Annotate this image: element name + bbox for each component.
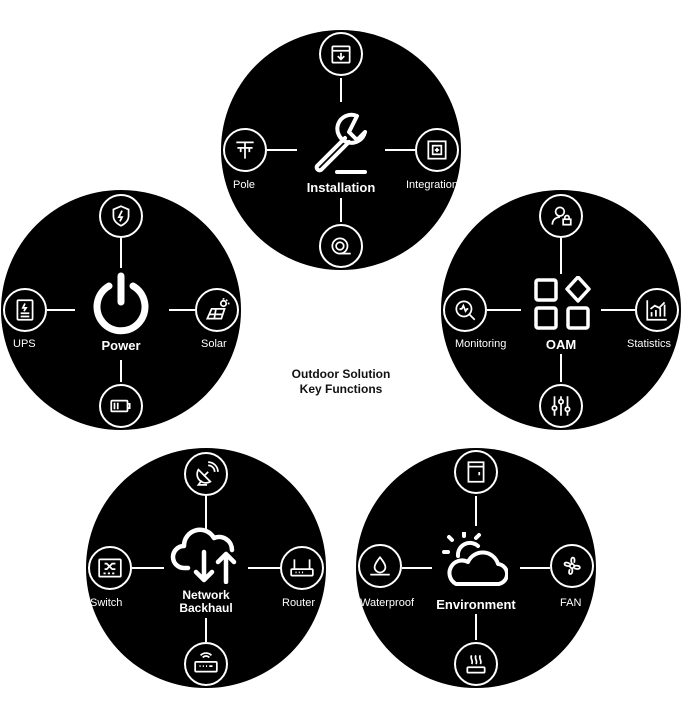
fan-icon (563, 556, 581, 575)
environment-left-label: Waterproof (360, 597, 415, 609)
power-circle: UPS Solar Power (1, 190, 241, 430)
statistics-icon (646, 300, 667, 321)
environment-node-top (454, 450, 498, 494)
modem-icon (194, 652, 218, 673)
cloud-transfer-icon (170, 527, 237, 584)
oam-connectors (487, 238, 635, 382)
network-node-left (88, 546, 132, 590)
user-lock-icon (551, 206, 572, 226)
install-node-right (415, 128, 459, 172)
cable-reel-icon (331, 237, 351, 255)
network-title-line1: Network (182, 588, 230, 602)
installation-connectors (267, 78, 415, 222)
sun-cloud-icon (442, 532, 508, 587)
cabinet-icon (467, 461, 485, 483)
install-node-left (223, 128, 267, 172)
oam-node-right (635, 288, 679, 332)
sliders-icon (551, 396, 571, 416)
network-node-bottom (184, 642, 228, 686)
ups-icon (16, 299, 34, 321)
environment-node-right (550, 544, 594, 588)
power-icon (93, 272, 149, 335)
wrench-icon (314, 112, 367, 174)
oam-circle: Monitoring Statistics OAM (441, 190, 681, 430)
satellite-dish-icon (196, 461, 219, 486)
environment-right-label: FAN (560, 597, 582, 609)
environment-connectors (402, 496, 550, 640)
oam-node-left (443, 288, 487, 332)
power-connectors (47, 238, 195, 382)
power-node-left (3, 288, 47, 332)
installation-title: Installation (306, 180, 376, 195)
switch-icon (98, 558, 122, 578)
network-right-label: Router (282, 597, 316, 609)
apps-grid-icon (534, 276, 591, 330)
solar-panel-icon (205, 298, 230, 320)
oam-node-bottom (539, 384, 583, 428)
pole-icon (236, 141, 254, 159)
router-icon (290, 559, 314, 577)
network-title-line2: Backhaul (179, 601, 233, 615)
network-node-right (280, 546, 324, 590)
power-left-label: UPS (13, 338, 36, 350)
environment-node-bottom (454, 642, 498, 686)
oam-node-top (539, 194, 583, 238)
network-node-top (184, 452, 228, 496)
oam-title: OAM (545, 337, 577, 352)
power-node-bottom (99, 384, 143, 428)
integration-icon (427, 140, 447, 160)
network-connectors (132, 496, 280, 642)
environment-circle: Waterproof FAN Environment (356, 448, 596, 688)
battery-icon (110, 399, 131, 413)
install-node-bottom (319, 224, 363, 268)
oam-left-label: Monitoring (455, 338, 507, 350)
waterproof-icon (370, 555, 390, 576)
installation-circle: Pole Integration Installation (221, 30, 461, 270)
environment-node-left (358, 544, 402, 588)
center-caption: Outdoor Solution Key Functions (266, 367, 416, 397)
installation-right-label: Integration (406, 179, 458, 191)
power-node-right (195, 288, 239, 332)
heater-icon (466, 654, 486, 674)
power-right-label: Solar (201, 338, 227, 350)
download-box-icon (331, 45, 351, 64)
center-caption-line1: Outdoor Solution (291, 367, 391, 381)
environment-title: Environment (436, 597, 516, 612)
power-title: Power (101, 338, 141, 353)
center-caption-line2: Key Functions (299, 382, 383, 396)
oam-right-label: Statistics (627, 338, 672, 350)
network-circle: Switch Router Network Backhaul (86, 448, 326, 688)
power-node-top (99, 194, 143, 238)
monitoring-icon (455, 300, 476, 321)
network-left-label: Switch (90, 597, 123, 609)
lightning-shield-icon (112, 205, 130, 227)
installation-left-label: Pole (233, 179, 256, 191)
install-node-top (319, 32, 363, 76)
